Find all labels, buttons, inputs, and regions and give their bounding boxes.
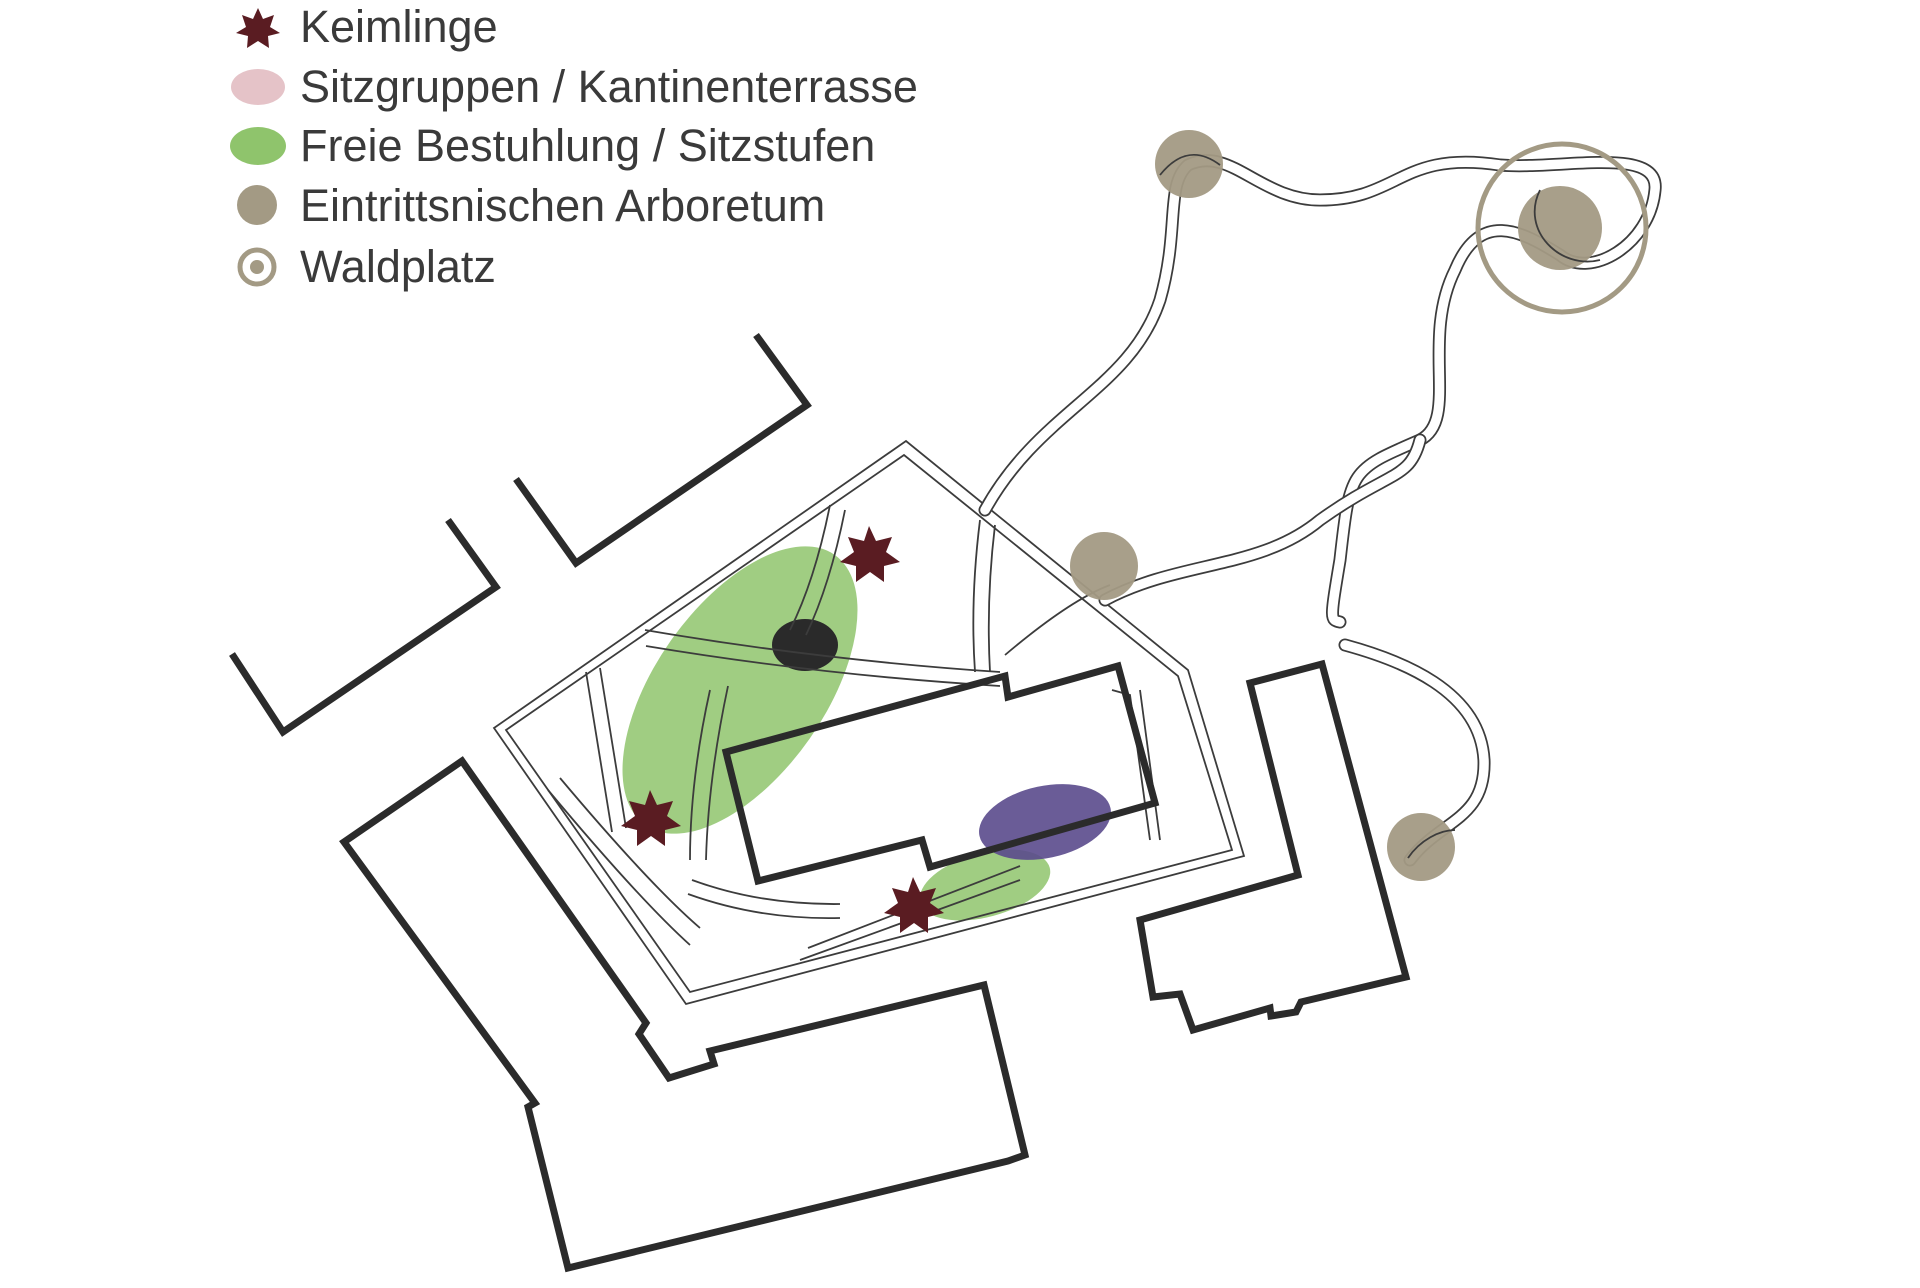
legend-item-sitzgruppen: Sitzgruppen / Kantinenterrasse: [231, 61, 918, 112]
building-central: [721, 661, 1160, 886]
legend-label-sitzgruppen: Sitzgruppen / Kantinenterrasse: [300, 61, 918, 112]
courtyard-path-center-2: [705, 685, 729, 861]
keimling-star-south: [884, 877, 944, 933]
courtyard-path-sw: [687, 893, 841, 920]
legend-item-eintrittsnischen: Eintrittsnischen Arboretum: [237, 180, 825, 231]
courtyard-path-diagonal: [644, 629, 1001, 673]
legend-label-waldplatz: Waldplatz: [300, 241, 496, 292]
building-northwest-1: [229, 517, 501, 737]
courtyard-path-north: [789, 504, 831, 631]
courtyard-path-north-2: [805, 509, 846, 636]
legend-item-freie-bestuhlung: Freie Bestuhlung / Sitzstufen: [230, 120, 875, 171]
entrance-niche-east: [1387, 813, 1455, 881]
entrance-niche-center: [1070, 532, 1138, 600]
courtyard-path-east-inner: [1111, 689, 1151, 841]
building-northwest-2: [513, 332, 812, 568]
courtyard-path-sw-2: [691, 879, 841, 905]
legend-label-keimlinge: Keimlinge: [300, 1, 498, 52]
courtyard-path-south-2: [559, 777, 701, 929]
courtyard-path-south: [547, 789, 691, 946]
entrance-niche-waldplatz: [1518, 186, 1602, 270]
entrance-niche-north: [1155, 130, 1223, 198]
pink-ellipse-icon: [231, 69, 285, 105]
green-zone-large: [622, 546, 858, 834]
legend-item-waldplatz: Waldplatz: [237, 241, 496, 292]
dark-zone: [772, 619, 838, 671]
courtyard-path-diagonal-2: [645, 645, 1001, 687]
legend-label-freie-bestuhlung: Freie Bestuhlung / Sitzstufen: [300, 120, 875, 171]
keimling-star-north: [840, 526, 900, 582]
green-ellipse-icon: [230, 127, 286, 165]
legend: Keimlinge Sitzgruppen / Kantinenterrasse…: [230, 1, 918, 292]
courtyard-path-west: [585, 671, 613, 833]
courtyard-path-east-inner-2: [1139, 689, 1161, 841]
legend-label-eintrittsnischen: Eintrittsnischen Arboretum: [300, 180, 825, 231]
courtyard-boundary-inner: [504, 453, 1234, 994]
keimlinge-markers: [621, 526, 944, 933]
courtyard-path-west-2: [599, 667, 627, 829]
ring-dot-icon: [237, 247, 277, 287]
courtyard-path-east-2: [987, 524, 996, 673]
buildings: [229, 332, 1411, 1273]
courtyard-path-east: [972, 519, 981, 673]
legend-item-keimlinge: Keimlinge: [236, 1, 498, 52]
waldplatz-ring: [1475, 141, 1649, 315]
arboretum-entrances: [1070, 130, 1602, 881]
building-southwest: [339, 756, 1030, 1273]
path-lines-over-niches: [1159, 153, 1601, 859]
courtyard-path-center: [689, 689, 711, 861]
courtyard-boundary: [492, 439, 1246, 1006]
building-east: [1136, 659, 1411, 1035]
keimling-star-west: [621, 790, 681, 846]
star-icon: [236, 8, 280, 48]
taupe-circle-icon: [237, 185, 277, 225]
arboretum-branch-inner: [1100, 435, 1425, 605]
